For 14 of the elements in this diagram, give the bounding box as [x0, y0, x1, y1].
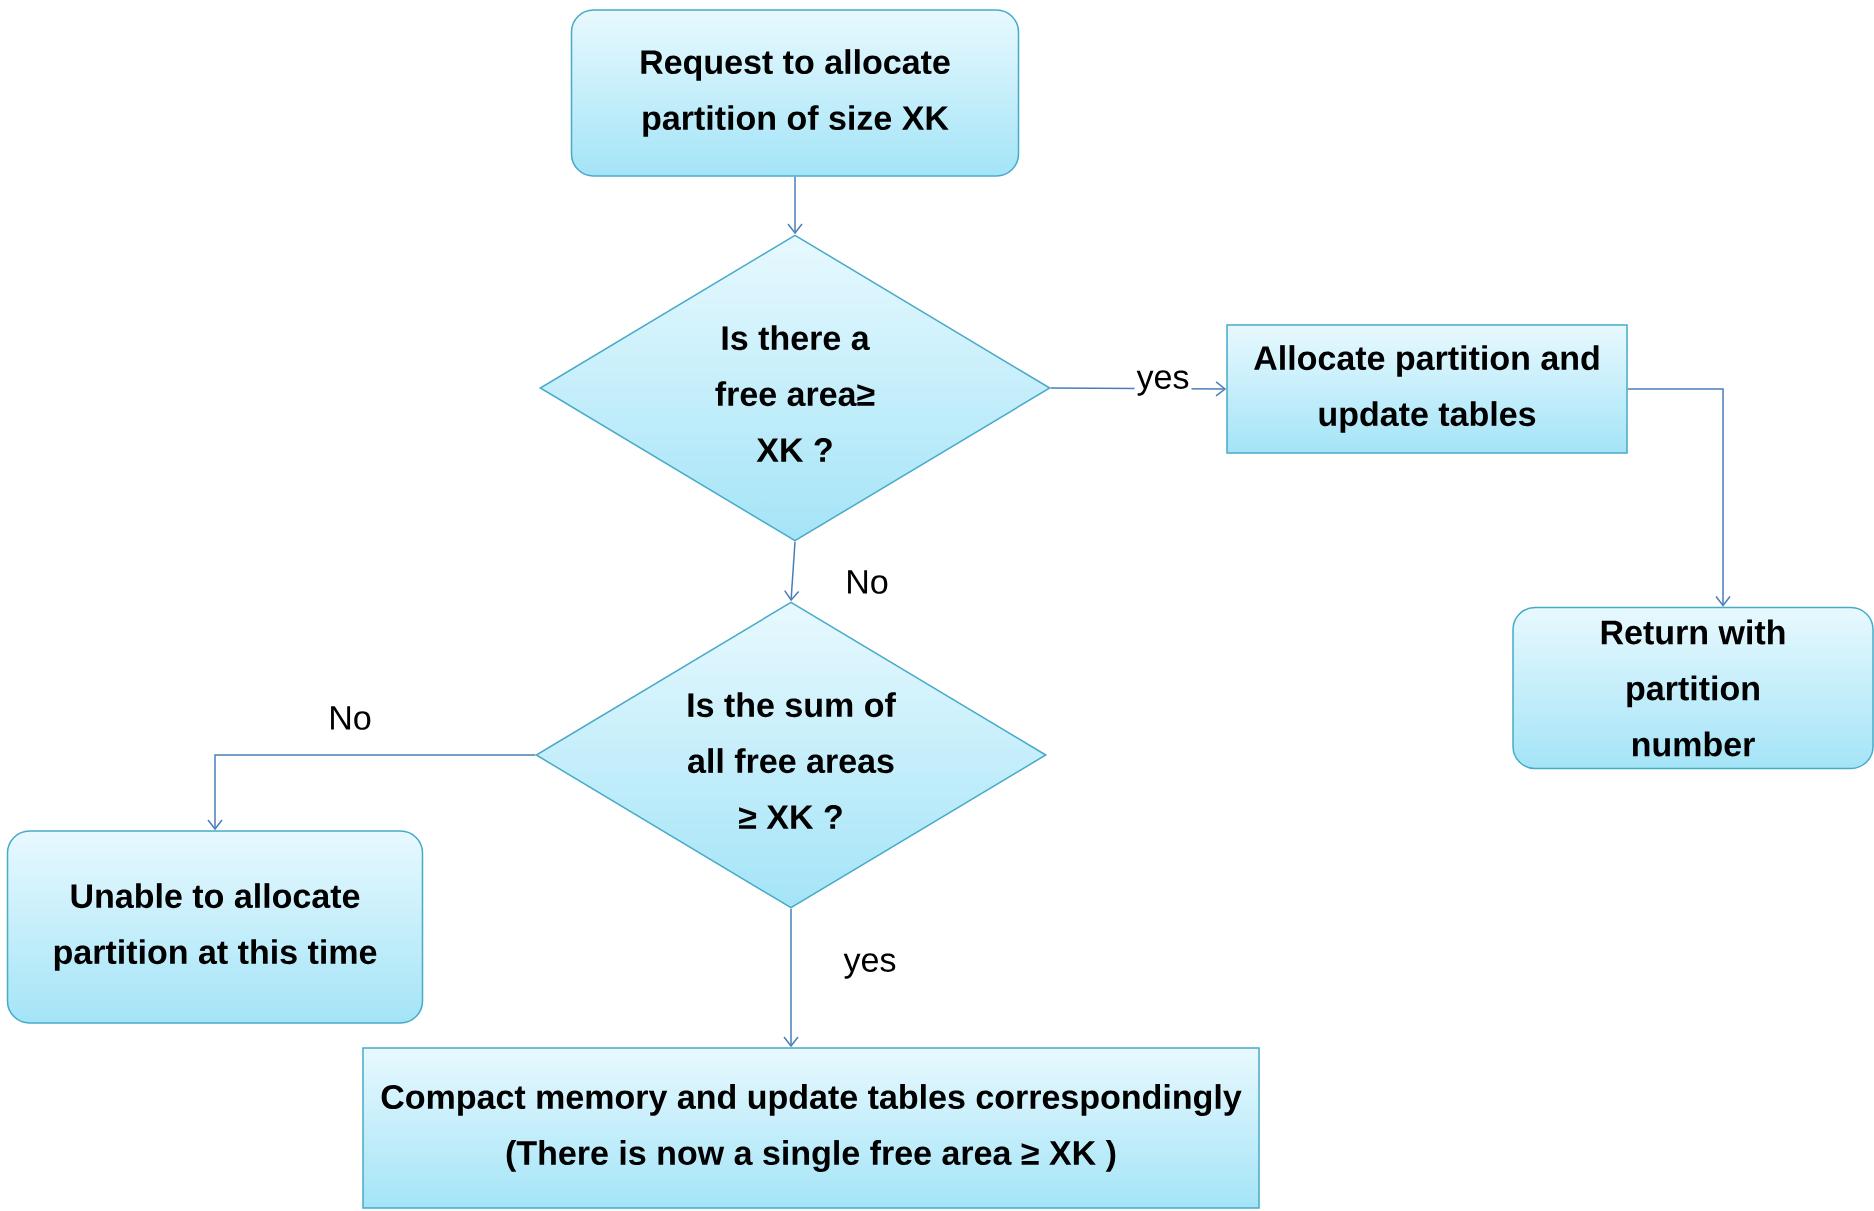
edge-label: yes — [841, 951, 899, 981]
process-box: Allocate partition and update tables — [1226, 324, 1628, 454]
process-box: Compact memory and update tables correspondingly (There is now a single free area ≥ XK ) — [362, 1047, 1260, 1209]
arrow — [207, 754, 536, 831]
edge-label: yes — [1134, 368, 1192, 398]
arrow — [787, 176, 803, 235]
arrow — [783, 541, 800, 602]
process-box: Return with partition number — [1512, 606, 1874, 770]
edge-label: No — [843, 568, 891, 596]
arrow — [1627, 388, 1731, 607]
process-box: Unable to allocate partition at this time — [6, 830, 424, 1024]
edge-label: No — [326, 704, 374, 732]
process-box: Request to allocate partition of size XK — [570, 9, 1020, 177]
arrow — [783, 908, 799, 1048]
